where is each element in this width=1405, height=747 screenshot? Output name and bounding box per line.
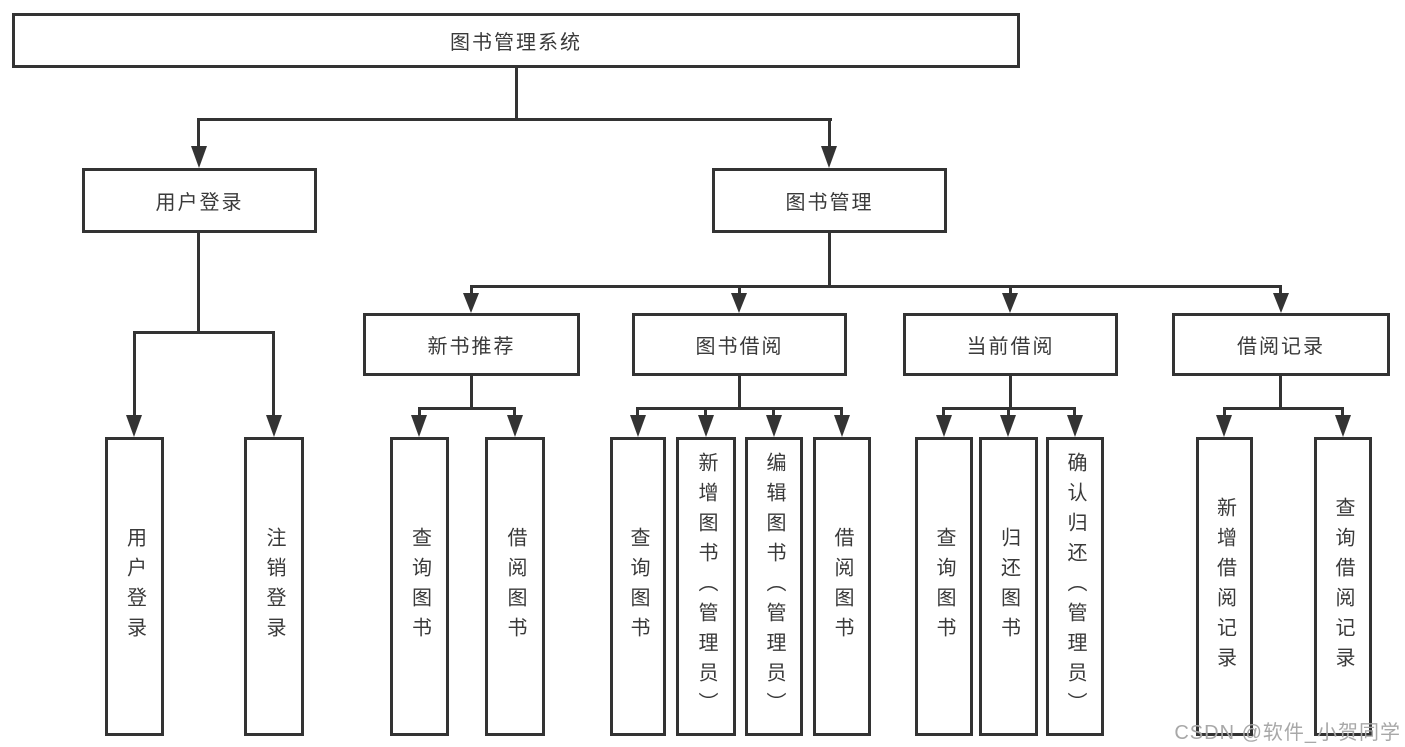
- arrowhead-down-icon: [1000, 415, 1016, 437]
- connector-bookborrow-substem: [738, 376, 741, 410]
- connector-stem-borrowrecords: [1279, 285, 1282, 297]
- leaf-add-book-admin: 新增图书（管理员）: [676, 437, 736, 736]
- leaf-edit-book-admin: 编辑图书（管理员）: [745, 437, 803, 736]
- node-book-borrow: 图书借阅: [632, 313, 847, 376]
- arrowhead-down-icon: [821, 146, 837, 168]
- node-user-login: 用户登录: [82, 168, 317, 233]
- leaf-recommend-query-books: 查询图书: [390, 437, 449, 736]
- arrowhead-down-icon: [1002, 293, 1018, 313]
- connector-borrowrecords-substem: [1279, 376, 1282, 410]
- connector-stem-leaf-login: [133, 331, 136, 418]
- node-borrow-records: 借阅记录: [1172, 313, 1390, 376]
- arrowhead-down-icon: [630, 415, 646, 437]
- connector-stem: [772, 407, 775, 419]
- connector-bookborrow-rail: [636, 407, 843, 410]
- arrowhead-down-icon: [126, 415, 142, 437]
- node-library-system: 图书管理系统: [12, 13, 1020, 68]
- connector-stem: [704, 407, 707, 419]
- node-book-management: 图书管理: [712, 168, 947, 233]
- connector-userlogin-stem: [197, 233, 200, 334]
- arrowhead-down-icon: [191, 146, 207, 168]
- connector-stem: [1073, 407, 1076, 419]
- arrowhead-down-icon: [1273, 293, 1289, 313]
- leaf-recommend-borrow-books: 借阅图书: [485, 437, 545, 736]
- arrowhead-down-icon: [766, 415, 782, 437]
- arrowhead-down-icon: [507, 415, 523, 437]
- connector-stem: [1007, 407, 1010, 419]
- node-new-book-recommend: 新书推荐: [363, 313, 580, 376]
- connector-stem: [513, 407, 516, 419]
- connector-currentborrow-substem: [1009, 376, 1012, 410]
- watermark: CSDN @软件_小贺同学: [1174, 722, 1401, 744]
- connector-root-stem: [515, 67, 518, 121]
- leaf-add-borrow-record: 新增借阅记录: [1196, 437, 1253, 736]
- leaf-logout: 注销登录: [244, 437, 304, 736]
- connector-recommend-stem: [470, 376, 473, 410]
- leaf-user-login: 用户登录: [105, 437, 164, 736]
- connector-stem: [1341, 407, 1344, 419]
- connector-stem: [840, 407, 843, 419]
- arrowhead-down-icon: [698, 415, 714, 437]
- connector-bookmgmt-stem: [828, 233, 831, 288]
- leaf-borrow-books: 借阅图书: [813, 437, 871, 736]
- leaf-current-query-books: 查询图书: [915, 437, 973, 736]
- leaf-query-borrow-record: 查询借阅记录: [1314, 437, 1372, 736]
- leaf-confirm-return-admin: 确认归还（管理员）: [1046, 437, 1104, 736]
- arrowhead-down-icon: [1216, 415, 1232, 437]
- arrowhead-down-icon: [731, 293, 747, 313]
- connector-stem-currentborrow: [1009, 285, 1012, 297]
- leaf-return-books: 归还图书: [979, 437, 1038, 736]
- leaf-borrow-query-books: 查询图书: [610, 437, 666, 736]
- arrowhead-down-icon: [463, 293, 479, 313]
- connector-stem-recommend: [470, 285, 473, 297]
- connector-stem: [942, 407, 945, 419]
- node-current-borrow: 当前借阅: [903, 313, 1118, 376]
- arrowhead-down-icon: [266, 415, 282, 437]
- connector-bookmgmt-rail: [470, 285, 1282, 288]
- arrowhead-down-icon: [1067, 415, 1083, 437]
- connector-stem-book-management: [828, 118, 831, 150]
- arrowhead-down-icon: [411, 415, 427, 437]
- connector-stem-leaf-logout: [272, 331, 275, 418]
- connector-stem: [418, 407, 421, 419]
- connector-stem: [1223, 407, 1226, 419]
- arrowhead-down-icon: [1335, 415, 1351, 437]
- connector-stem: [636, 407, 639, 419]
- connector-stem-user-login: [197, 118, 200, 150]
- connector-userlogin-rail: [133, 331, 275, 334]
- connector-borrowrecords-rail: [1223, 407, 1344, 410]
- connector-root-rail: [197, 118, 832, 121]
- arrowhead-down-icon: [834, 415, 850, 437]
- connector-recommend-rail: [418, 407, 516, 410]
- arrowhead-down-icon: [936, 415, 952, 437]
- connector-stem-bookborrow: [738, 285, 741, 297]
